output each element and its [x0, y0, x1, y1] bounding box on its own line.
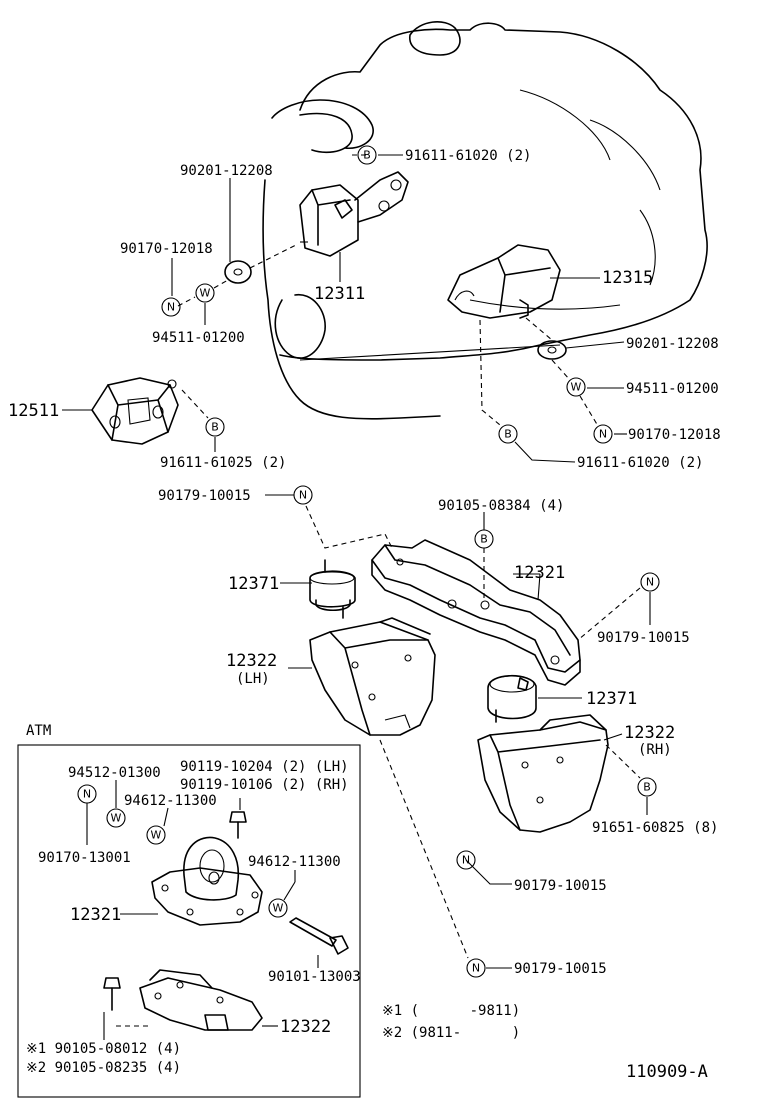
washer-90201-12208-right	[537, 340, 567, 360]
part-labels: 91611-61020 (2) 90201-12208 90170-12018 …	[8, 148, 721, 1082]
leader-lines	[62, 154, 651, 1040]
nut-callout: N	[466, 958, 486, 978]
label-90105-08235: ※2 90105-08235 (4)	[26, 1060, 181, 1076]
svg-text:B: B	[211, 421, 219, 434]
svg-text:N: N	[167, 301, 175, 314]
svg-text:B: B	[504, 428, 512, 441]
label-12321-main: 12321	[514, 563, 565, 583]
label-94612-11300-b: 94612-11300	[248, 854, 341, 870]
label-12322-lh-tag: (LH)	[236, 671, 270, 687]
label-12311: 12311	[314, 284, 365, 304]
mount-bracket-12511	[91, 377, 179, 445]
label-90179-10015-c: 90179-10015	[514, 878, 607, 894]
label-90170-12018-right: 90170-12018	[628, 427, 721, 443]
crossmember-12321	[371, 539, 581, 686]
atm-bolt-90119	[229, 811, 247, 839]
bolt-callout: B	[637, 777, 657, 797]
label-91651-60825: 91651-60825 (8)	[592, 820, 718, 836]
label-12322-rh: 12322	[624, 723, 675, 743]
label-12322-rh-tag: (RH)	[638, 742, 672, 758]
washer-callout: W	[268, 898, 288, 918]
bolt-callout: B	[498, 424, 518, 444]
insulator-12371-right	[487, 675, 537, 723]
svg-text:B: B	[643, 781, 651, 794]
label-12371-left: 12371	[228, 574, 279, 594]
label-90105-08012: ※1 90105-08012 (4)	[26, 1041, 181, 1057]
bracket-12322-rh	[477, 714, 609, 833]
atm-bolt-90105	[103, 977, 121, 1011]
label-91611-61025: 91611-61025 (2)	[160, 455, 286, 471]
nut-callout: N	[77, 784, 97, 804]
svg-text:N: N	[599, 428, 607, 441]
atm-title: ATM	[26, 723, 51, 739]
svg-text:N: N	[83, 788, 91, 801]
label-90179-10015-b: 90179-10015	[597, 630, 690, 646]
svg-text:B: B	[480, 533, 488, 546]
label-90170-12018-left: 90170-12018	[120, 241, 213, 257]
nut-callout: N	[456, 850, 476, 870]
atm-bolt-90101-13003	[289, 917, 349, 955]
atm-bracket-12322	[139, 969, 263, 1031]
label-91611-61020-top: 91611-61020 (2)	[405, 148, 531, 164]
svg-text:N: N	[646, 576, 654, 589]
washer-callout: W	[195, 283, 215, 303]
label-94511-01200-right: 94511-01200	[626, 381, 719, 397]
insulator-12371-left	[309, 559, 356, 619]
washer-callout: W	[106, 808, 126, 828]
label-90119-10204: 90119-10204 (2) (LH)	[180, 759, 349, 775]
label-94512-01300: 94512-01300	[68, 765, 161, 781]
label-90101-13003: 90101-13003	[268, 969, 361, 985]
atm-mount-12321	[151, 836, 263, 926]
washer-90201-12208-left	[224, 260, 252, 284]
label-12315: 12315	[602, 268, 653, 288]
svg-text:W: W	[111, 812, 122, 825]
svg-text:W: W	[200, 287, 211, 300]
engine-mount-12315	[447, 244, 561, 319]
svg-text:B: B	[363, 149, 371, 162]
label-94612-11300-a: 94612-11300	[124, 793, 217, 809]
bolt-callout: B	[205, 417, 225, 437]
nut-callout: N	[161, 297, 181, 317]
label-90119-10106: 90119-10106 (2) (RH)	[180, 777, 349, 793]
label-12371-right: 12371	[586, 689, 637, 709]
callouts: B N W W N B B N B N B N N N W W W	[77, 145, 660, 978]
label-12321-atm: 12321	[70, 905, 121, 925]
washer-callout: W	[566, 377, 586, 397]
svg-text:W: W	[151, 829, 162, 842]
label-90201-12208-left: 90201-12208	[180, 163, 273, 179]
engine-mount-12311	[299, 171, 409, 257]
label-90170-13001: 90170-13001	[38, 850, 131, 866]
bolt-callout: B	[357, 145, 377, 165]
diagram-id: 110909-A	[626, 1062, 708, 1082]
label-91611-61020-mid: 91611-61020 (2)	[577, 455, 703, 471]
svg-text:N: N	[299, 489, 307, 502]
bracket-12322-lh	[309, 617, 436, 736]
nut-callout: N	[293, 485, 313, 505]
nut-callout: N	[640, 572, 660, 592]
label-90105-08384: 90105-08384 (4)	[438, 498, 564, 514]
label-12322-atm: 12322	[280, 1017, 331, 1037]
label-12511: 12511	[8, 401, 59, 421]
label-12322-lh: 12322	[226, 651, 277, 671]
note-2: ※2 (9811- )	[382, 1025, 520, 1041]
bolt-callout: B	[474, 529, 494, 549]
engine-block	[262, 21, 708, 420]
label-90179-10015-a: 90179-10015	[158, 488, 251, 504]
svg-text:N: N	[462, 854, 470, 867]
nut-callout: N	[593, 424, 613, 444]
svg-text:N: N	[472, 962, 480, 975]
svg-text:W: W	[273, 902, 284, 915]
washer-callout: W	[146, 825, 166, 845]
label-90179-10015-d: 90179-10015	[514, 961, 607, 977]
svg-text:W: W	[571, 381, 582, 394]
atm-inset-box	[17, 744, 361, 1098]
label-94511-01200-left: 94511-01200	[152, 330, 245, 346]
note-1: ※1 ( -9811)	[382, 1003, 520, 1019]
label-90201-12208-right: 90201-12208	[626, 336, 719, 352]
